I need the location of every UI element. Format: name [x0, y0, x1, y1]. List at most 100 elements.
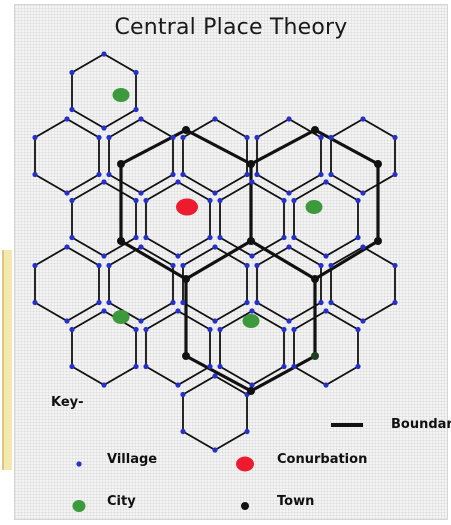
village-dot [106, 171, 112, 178]
village-dot [170, 171, 176, 178]
village-dot [392, 171, 398, 178]
village-dot [244, 134, 250, 141]
village-dot [217, 197, 223, 204]
boundary-line [313, 128, 380, 166]
hexagon-cell [293, 309, 359, 387]
city-marker [305, 200, 323, 214]
hexagon-grid [34, 52, 396, 452]
village-dot [175, 308, 181, 314]
village-dot [175, 382, 181, 388]
legend-village-label: Village [107, 452, 158, 467]
village-dot [101, 179, 107, 185]
village-dot [96, 171, 102, 178]
boundary-line [313, 239, 380, 281]
village-dot [212, 447, 218, 453]
village-dot [180, 262, 186, 269]
village-dot [180, 428, 186, 435]
village-dot [180, 299, 186, 306]
village-dot [32, 262, 38, 269]
village-dot [360, 318, 366, 324]
village-dot [244, 171, 250, 178]
left-edge-accent [2, 250, 12, 470]
village-dot [138, 318, 144, 324]
village-dot [318, 299, 324, 306]
village-dot [355, 326, 361, 333]
town-dot [374, 160, 382, 168]
boundary-line [249, 354, 317, 393]
village-dot [328, 134, 334, 141]
village-dot [69, 234, 75, 241]
town-markers [117, 126, 382, 395]
village-dot [175, 179, 181, 185]
village-dot [106, 134, 112, 141]
boundary-line [119, 239, 188, 281]
village-dot [96, 299, 102, 306]
village-dot [32, 134, 38, 141]
village-dot [96, 262, 102, 269]
village-dot [106, 262, 112, 269]
village-dot [318, 171, 324, 178]
village-dot [360, 244, 366, 250]
village-dot [69, 69, 75, 76]
city-marker [242, 314, 260, 328]
village-dot [143, 234, 149, 241]
village-dot [392, 262, 398, 269]
village-dot [143, 197, 149, 204]
legend-conurbation-label: Conurbation [277, 452, 368, 467]
legend-boundary-label: Boundary [391, 417, 451, 432]
village-dot [291, 234, 297, 241]
hexagon-cell [145, 309, 211, 387]
village-dot [101, 51, 107, 57]
village-dot [323, 253, 329, 259]
village-dot [170, 134, 176, 141]
boundary-line [249, 128, 317, 166]
village-dot [217, 234, 223, 241]
hexagon-cell [108, 117, 174, 195]
village-dot [249, 179, 255, 185]
village-dot [286, 318, 292, 324]
village-dot [170, 262, 176, 269]
city-markers [112, 88, 323, 328]
village-dot [254, 299, 260, 306]
town-dot [117, 237, 125, 245]
village-dot [254, 134, 260, 141]
legend-city-label: City [107, 494, 136, 509]
hexagon-cell [182, 374, 248, 452]
village-dot [180, 391, 186, 398]
diagram-panel: Central Place Theory Key- Village Conurb… [14, 4, 451, 520]
town-dot [247, 387, 255, 395]
boundary-line [119, 128, 188, 166]
village-dot [133, 326, 139, 333]
village-dot [207, 197, 213, 204]
village-dot [355, 197, 361, 204]
village-dot [291, 363, 297, 370]
village-dot [355, 234, 361, 241]
hexagon-cell [34, 117, 100, 195]
village-dot [170, 299, 176, 306]
hexagon-cell [256, 245, 322, 323]
boundary-network [119, 128, 380, 393]
village-dot [96, 134, 102, 141]
village-dot [69, 363, 75, 370]
hexagon-cell [293, 180, 359, 258]
town-dot [247, 237, 255, 245]
village-dot [360, 190, 366, 196]
diagram-title: Central Place Theory [114, 15, 348, 40]
legend-town-marker [241, 502, 249, 510]
village-dot [207, 234, 213, 241]
village-dot [291, 326, 297, 333]
village-dot [244, 299, 250, 306]
village-markers [32, 51, 398, 453]
village-dot [138, 244, 144, 250]
village-dot [318, 134, 324, 141]
village-dot [143, 363, 149, 370]
village-dot [32, 171, 38, 178]
village-dot [143, 326, 149, 333]
village-dot [323, 308, 329, 314]
town-dot [117, 160, 125, 168]
hexagon-cell [145, 180, 211, 258]
village-dot [133, 234, 139, 241]
village-dot [249, 382, 255, 388]
town-dot [311, 126, 319, 134]
village-dot [69, 106, 75, 113]
